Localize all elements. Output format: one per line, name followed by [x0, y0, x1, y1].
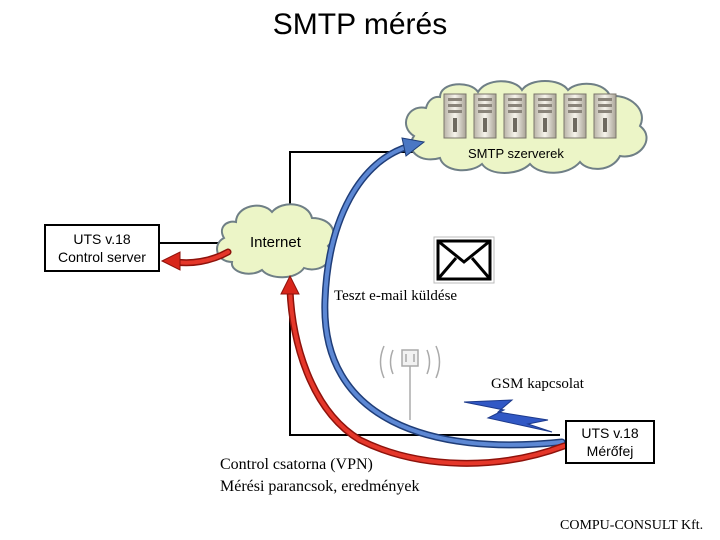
- smtp-cloud: [405, 80, 648, 174]
- gsm-label: GSM kapcsolat: [491, 376, 584, 392]
- server-icon: [503, 93, 527, 139]
- red-arrow-control: [280, 274, 568, 467]
- server-icon: [563, 93, 587, 139]
- internet-label: Internet: [250, 234, 301, 251]
- envelope-icon: [433, 236, 495, 284]
- red-arrowhead-internet: [280, 274, 300, 295]
- server-icon: [443, 93, 467, 139]
- blue-arrowhead: [401, 137, 426, 157]
- antenna-icon: [379, 345, 441, 420]
- probe-line1: UTS v.18: [581, 425, 639, 441]
- blue-arrow-test-email: [321, 137, 566, 449]
- control-server-line1: UTS v.18: [73, 231, 131, 247]
- server-icon: [473, 93, 497, 139]
- server-icon: [533, 93, 557, 139]
- test-email-label: Teszt e-mail küldése: [334, 288, 458, 304]
- lightning-icon: [463, 399, 553, 433]
- probe-line2: Mérőfej: [586, 443, 634, 459]
- control-channel-detail: Mérési parancsok, eredmények: [220, 478, 420, 495]
- smtp-servers-label: SMTP szerverek: [468, 146, 564, 161]
- probe-box: UTS v.18 Mérőfej: [565, 420, 655, 464]
- red-arrowhead-control-server: [160, 251, 181, 271]
- page-title: SMTP mérés: [272, 8, 448, 41]
- control-server-box: UTS v.18 Control server: [44, 224, 160, 272]
- internet-cloud: [216, 203, 335, 279]
- server-icon: [593, 93, 617, 139]
- line-server-to-smtp: [289, 151, 420, 228]
- red-arrow-to-control-server: [160, 248, 232, 271]
- control-server-line2: Control server: [58, 249, 146, 265]
- footer-company: COMPU-CONSULT Kft.: [560, 518, 704, 533]
- control-channel-label: Control csatorna (VPN): [220, 456, 373, 473]
- server-rack: [443, 93, 617, 139]
